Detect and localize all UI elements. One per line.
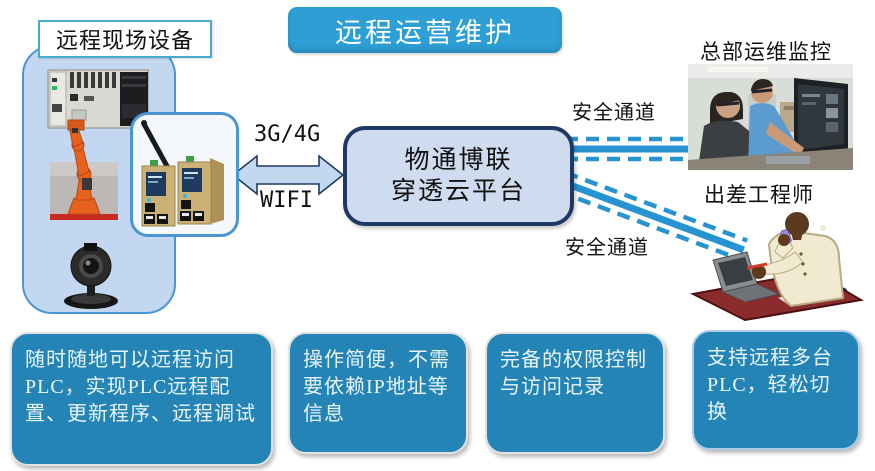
field-devices-label-text: 远程现场设备 [55,28,194,53]
hq-monitoring-text: 总部运维监控 [700,40,832,64]
cloud-platform-line1: 物通博联 [404,146,513,174]
benefit-text-1: 随时随地可以远程访问PLC，实现PLC远程配置、更新程序、远程调试 [25,349,256,425]
traveling-engineer-clipart [689,212,864,322]
benefit-text-3: 完备的权限控制与访问记录 [500,349,647,398]
link-bottom-label-text: WIFI [260,188,313,213]
wireless-router-image [141,120,224,227]
field-devices-label: 远程现场设备 [38,20,212,58]
page-title-text: 远程运营维护 [335,17,515,48]
secure-channel-top-text: 安全通道 [572,102,656,124]
webcam-image [64,243,118,309]
benefit-card-access-control: 完备的权限控制与访问记录 [485,332,665,454]
secure-channel-bottom-text: 安全通道 [565,237,649,259]
hq-monitoring-label: 总部运维监控 [700,36,832,66]
secure-tunnel-diagonal [557,170,749,262]
benefit-text-4: 支持远程多台PLC，轻松切换 [707,347,833,423]
secure-channel-top-label: 安全通道 [572,96,656,125]
cloud-platform-line2: 穿透云平台 [390,178,526,205]
hq-monitoring-photo [688,64,853,170]
benefit-card-easy-operation: 操作简便，不需要依赖IP地址等信息 [288,332,468,454]
secure-channel-bottom-label: 安全通道 [565,231,649,260]
robot-arm-image [50,119,118,220]
engineer-label: 出差工程师 [704,179,814,209]
benefit-card-multi-plc: 支持远程多台PLC，轻松切换 [692,330,860,450]
link-bottom-label: WIFI [260,188,313,213]
link-top-label: 3G/4G [254,122,320,147]
benefit-text-2: 操作简便，不需要依赖IP地址等信息 [303,349,450,425]
plc-controller-image [47,69,149,129]
secure-tunnel-horizontal [565,136,689,162]
cloud-platform-box: 物通博联 穿透云平台 [343,126,574,226]
benefit-card-remote-access: 随时随地可以远程访问PLC，实现PLC远程配置、更新程序、远程调试 [10,332,273,466]
page-title: 远程运营维护 [288,7,562,53]
engineer-label-text: 出差工程师 [704,183,814,207]
link-top-label-text: 3G/4G [254,122,321,147]
